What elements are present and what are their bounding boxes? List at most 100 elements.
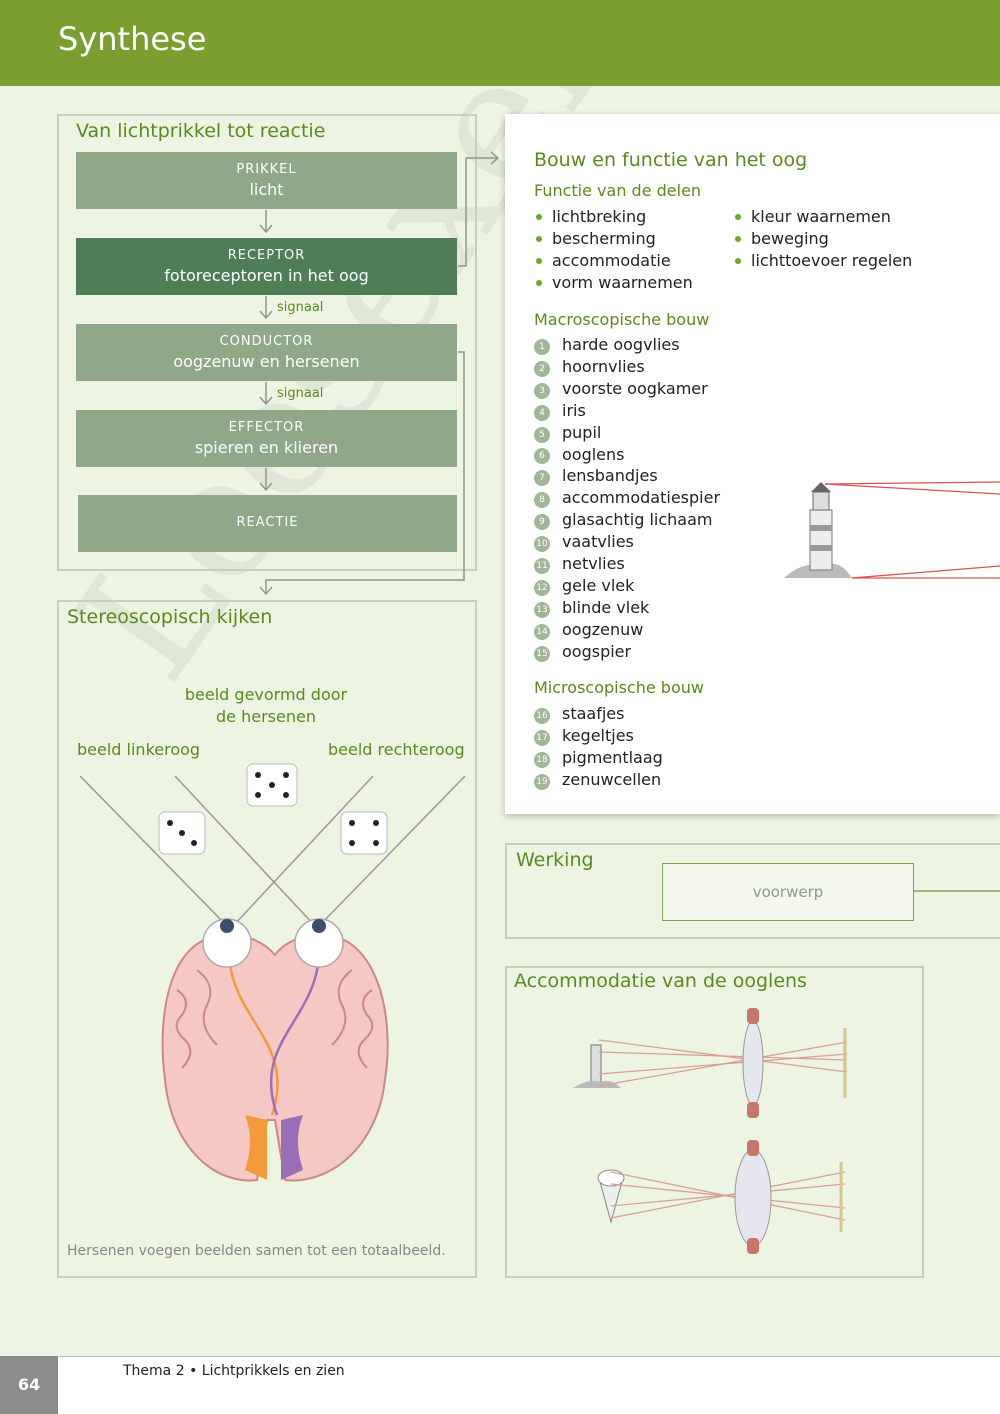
list-item-label: oogspier	[562, 641, 632, 661]
right-eye-icon	[294, 918, 344, 968]
list-item: lichttoevoer regelen	[733, 250, 912, 272]
list-item-label: harde oogvlies	[562, 335, 680, 354]
list-item: kleur waarnemen	[733, 206, 912, 228]
lighthouse-illustration	[784, 481, 1000, 579]
number-badge: 14	[534, 623, 550, 640]
list-item: 11 netvlies	[534, 553, 720, 575]
functions-list-left: lichtbreking bescherming accommodatie vo…	[534, 206, 693, 294]
flow-box-kind: CONDUCTOR	[219, 334, 314, 349]
list-item: 12 gele vlek	[534, 575, 720, 597]
number-badge: 4	[534, 404, 550, 421]
list-item-label: lensbandjes	[562, 466, 658, 486]
number-badge: 12	[534, 579, 550, 596]
accommodatie-panel	[505, 966, 924, 1278]
flow-title: Van lichtprikkel tot reactie	[76, 120, 326, 142]
werking-title: Werking	[516, 849, 594, 871]
list-item-label: voorste oogkamer	[562, 378, 708, 398]
number-badge: 17	[534, 729, 550, 746]
stereo-illustration	[79, 763, 466, 1182]
flow-box-conductor: CONDUCTOR oogzenuw en hersenen	[76, 324, 457, 381]
flow-box-value: spieren en klieren	[194, 438, 339, 457]
number-badge: 3	[534, 382, 550, 399]
dice-center-icon	[246, 763, 298, 807]
number-badge: 6	[534, 448, 550, 465]
macro-list: 1 harde oogvlies 2 hoornvlies 3 voorste oog…	[534, 334, 720, 663]
list-item-label: oogzenuw	[562, 619, 644, 639]
lighthouse-small-icon	[573, 1044, 621, 1088]
number-badge: 18	[534, 751, 550, 768]
list-item-label: pupil	[562, 422, 602, 442]
dice-left-icon	[158, 811, 206, 855]
macro-title: Macroscopische bouw	[534, 310, 710, 329]
flow-box-prikkel: PRIKKEL licht	[76, 152, 457, 209]
list-item: vorm waarnemen	[534, 272, 693, 294]
number-badge: 9	[534, 514, 550, 531]
number-badge: 1	[534, 338, 550, 355]
list-item-label: netvlies	[562, 554, 625, 574]
list-item: 3 voorste oogkamer	[534, 378, 720, 400]
list-item: 8 accommodatiespier	[534, 487, 720, 509]
number-badge: 2	[534, 360, 550, 377]
page-title: Synthese	[58, 20, 207, 58]
list-item-label: hoornvlies	[562, 356, 645, 376]
number-badge: 11	[534, 558, 550, 575]
flow-box-kind: RECEPTOR	[227, 248, 306, 263]
lighthouse-icon	[784, 482, 852, 578]
number-badge: 5	[534, 426, 550, 443]
accommodatie-title: Accommodatie van de ooglens	[514, 970, 807, 992]
list-item: beweging	[733, 228, 912, 250]
list-item-label: vaatvlies	[562, 532, 634, 552]
flow-box-kind: PRIKKEL	[236, 162, 297, 177]
werking-connector	[914, 890, 1000, 892]
list-item: bescherming	[534, 228, 693, 250]
flow-arrows	[259, 151, 500, 596]
stereo-title: Stereoscopisch kijken	[67, 606, 273, 628]
stereo-panel	[57, 600, 477, 1278]
flow-panel	[57, 114, 477, 571]
list-item: 10 vaatvlies	[534, 531, 720, 553]
list-item-label: staafjes	[562, 704, 625, 723]
lens-thick-icon	[734, 1140, 772, 1254]
eye-panel	[505, 114, 1000, 814]
micro-title: Microscopische bouw	[534, 678, 704, 697]
list-item: 5 pupil	[534, 422, 720, 444]
list-item-label: accommodatiespier	[562, 488, 721, 508]
list-item: 9 glasachtig lichaam	[534, 509, 720, 531]
list-item-label: ooglens	[562, 444, 625, 464]
left-eye-icon	[202, 918, 252, 968]
ice-cream-icon	[597, 1169, 625, 1224]
list-item-label: blinde vlek	[562, 597, 650, 617]
dice-right-icon	[340, 811, 388, 855]
flow-box-value: licht	[249, 180, 284, 199]
signal-label-2: signaal	[277, 386, 324, 401]
flow-box-receptor: RECEPTOR fotoreceptoren in het oog	[76, 238, 457, 295]
list-item: 7 lensbandjes	[534, 465, 720, 487]
number-badge: 13	[534, 601, 550, 618]
number-badge: 7	[534, 470, 550, 487]
list-item-label: glasachtig lichaam	[562, 510, 713, 530]
stereo-caption: Hersenen voegen beelden samen tot een to…	[67, 1243, 446, 1259]
footer	[0, 1356, 1000, 1414]
right-eye-label: beeld rechteroog	[328, 740, 465, 759]
list-item: lichtbreking	[534, 206, 693, 228]
number-badge: 8	[534, 492, 550, 509]
left-eye-label: beeld linkeroog	[77, 740, 201, 759]
voorwerp-box: voorwerp	[662, 863, 914, 921]
list-item: 13 blinde vlek	[534, 597, 720, 619]
list-item-label: pigmentlaag	[562, 747, 663, 767]
functions-title: Functie van de delen	[534, 181, 702, 200]
list-item-label: zenuwcellen	[562, 769, 662, 789]
number-badge: 15	[534, 645, 550, 662]
signal-label-1: signaal	[277, 300, 324, 315]
list-item: 2 hoornvlies	[534, 356, 720, 378]
list-item-label: kegeltjes	[562, 725, 634, 745]
list-item: 18 pigmentlaag	[534, 747, 663, 769]
lens-thin-icon	[742, 1008, 764, 1118]
list-item-label: gele vlek	[562, 575, 635, 595]
brain-image-label: beeld gevormd door de hersenen	[184, 685, 348, 726]
number-badge: 10	[534, 536, 550, 553]
